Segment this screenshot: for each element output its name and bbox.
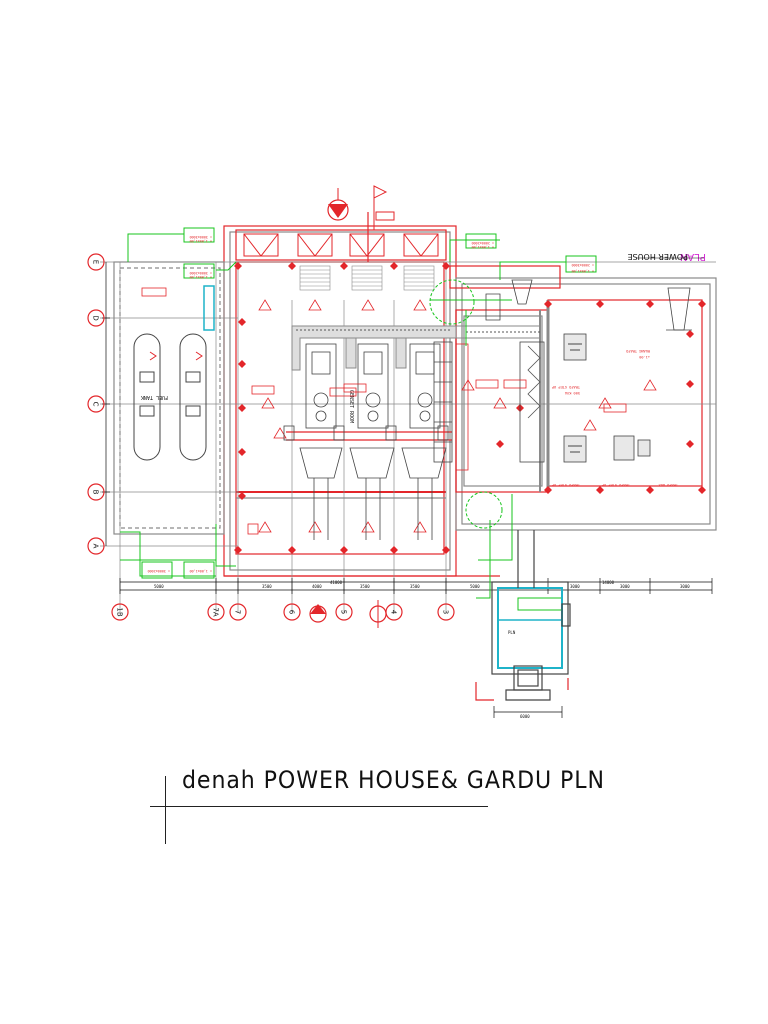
svg-text:3500: 3500	[262, 584, 272, 589]
grid-label-3: 3	[442, 610, 450, 614]
svg-text:= 3000x2000: = 3000x2000	[148, 569, 170, 573]
grid-bubble-labels: 1B 7A 7 6 5 4 3 E D C B A	[92, 260, 450, 617]
caption-underline	[150, 806, 488, 807]
entrance-canopy	[485, 279, 692, 331]
fuel-tanks	[133, 333, 207, 461]
svg-text:= 1,00x1,00: = 1,00x1,00	[190, 569, 212, 573]
dimension-right-label: 14000	[602, 580, 615, 585]
svg-text:500 KVA: 500 KVA	[564, 391, 580, 395]
svg-text:4000: 4000	[312, 584, 322, 589]
svg-text:= 2000x2000: = 2000x2000	[472, 241, 494, 245]
svg-text:= 1,00x1,00: = 1,00x1,00	[572, 269, 594, 273]
dimension-lines	[102, 262, 713, 718]
svg-text:= 2000x3000: = 2000x3000	[572, 263, 594, 267]
svg-text:= 3000x3000: = 3000x3000	[190, 235, 212, 239]
svg-text:RUANG TRAFO: RUANG TRAFO	[626, 349, 650, 353]
svg-text:3500: 3500	[360, 584, 370, 589]
row-label-c: C	[92, 402, 100, 407]
grid-label-7: 7	[234, 610, 242, 614]
room-label-genset: GENSET ROOM	[348, 390, 354, 423]
svg-text:TRAFO STEP UP: TRAFO STEP UP	[602, 483, 630, 487]
dimension-pln-label: 6000	[520, 714, 530, 719]
grid-label-4: 4	[390, 610, 398, 615]
room-label-fuel-tank: FUEL TANK	[141, 394, 168, 400]
caption-vertical-rule	[165, 776, 166, 844]
louvre-grilles	[299, 265, 435, 291]
svg-text:= 3000x2000: = 3000x2000	[190, 271, 212, 275]
plan-subtitle: POWER HOUSE	[628, 252, 689, 261]
grid-label-6: 6	[288, 610, 296, 615]
row-label-a: A	[92, 544, 100, 549]
plan-title-block: PLAN POWER HOUSE	[628, 251, 707, 262]
grid-label-1b: 1B	[116, 607, 124, 616]
svg-text:TRAFO STEP UP: TRAFO STEP UP	[552, 483, 580, 487]
room-label-pln: PLN	[508, 630, 516, 635]
svg-text:= 1,00x1,00: = 1,00x1,00	[472, 245, 494, 249]
svg-text:3500: 3500	[410, 584, 420, 589]
row-label-e: E	[92, 260, 100, 264]
genset-units	[283, 343, 452, 540]
column-markers	[234, 262, 706, 554]
grid-label-5: 5	[340, 610, 348, 614]
control-equipment	[433, 341, 545, 471]
annotation-leaders	[120, 233, 566, 599]
transformer-notes: TRAFO STEP UP 500 KVA TRAFO STEP UP TRAF…	[552, 349, 678, 487]
row-label-d: D	[92, 315, 100, 320]
annotation-tag-text: = 3000x3000 = 1,00x1,00 = 3000x2000 = 1,…	[148, 235, 594, 573]
pln-substation	[475, 530, 571, 701]
dimension-total-label: 41000	[330, 580, 343, 585]
svg-text:3000: 3000	[680, 584, 690, 589]
building-outline	[113, 225, 717, 577]
transformers	[563, 333, 651, 463]
plan-title: PLAN	[680, 251, 706, 262]
section-mark-bottom	[309, 600, 387, 628]
svg-text:= 1,00x1,00: = 1,00x1,00	[190, 239, 212, 243]
grid-label-7a: 7A	[212, 607, 220, 616]
svg-text:= 1,00x1,00: = 1,00x1,00	[190, 275, 212, 279]
level-tags	[141, 287, 627, 535]
svg-text:+1.00: +1.00	[639, 355, 650, 359]
svg-text:5000: 5000	[154, 584, 164, 589]
row-label-b: B	[92, 490, 100, 495]
cable-trench	[291, 325, 540, 371]
annotation-tags	[141, 227, 597, 611]
fuel-pump-box	[203, 285, 215, 331]
drawing-caption: denah POWER HOUSE& GARDU PLN	[182, 766, 605, 794]
grid-bubble-outlines	[87, 253, 455, 621]
svg-text:TRAFO AUX: TRAFO AUX	[658, 483, 678, 487]
svg-text:3000: 3000	[620, 584, 630, 589]
section-mark-top	[327, 185, 395, 230]
dimension-text: 5000 3500 4000 3500 3500 5000 3000 3000 3000	[154, 584, 690, 589]
radiator-units	[243, 212, 439, 262]
svg-text:5000: 5000	[470, 584, 480, 589]
svg-text:TRAFO STEP UP: TRAFO STEP UP	[552, 385, 580, 389]
svg-text:3000: 3000	[570, 584, 580, 589]
